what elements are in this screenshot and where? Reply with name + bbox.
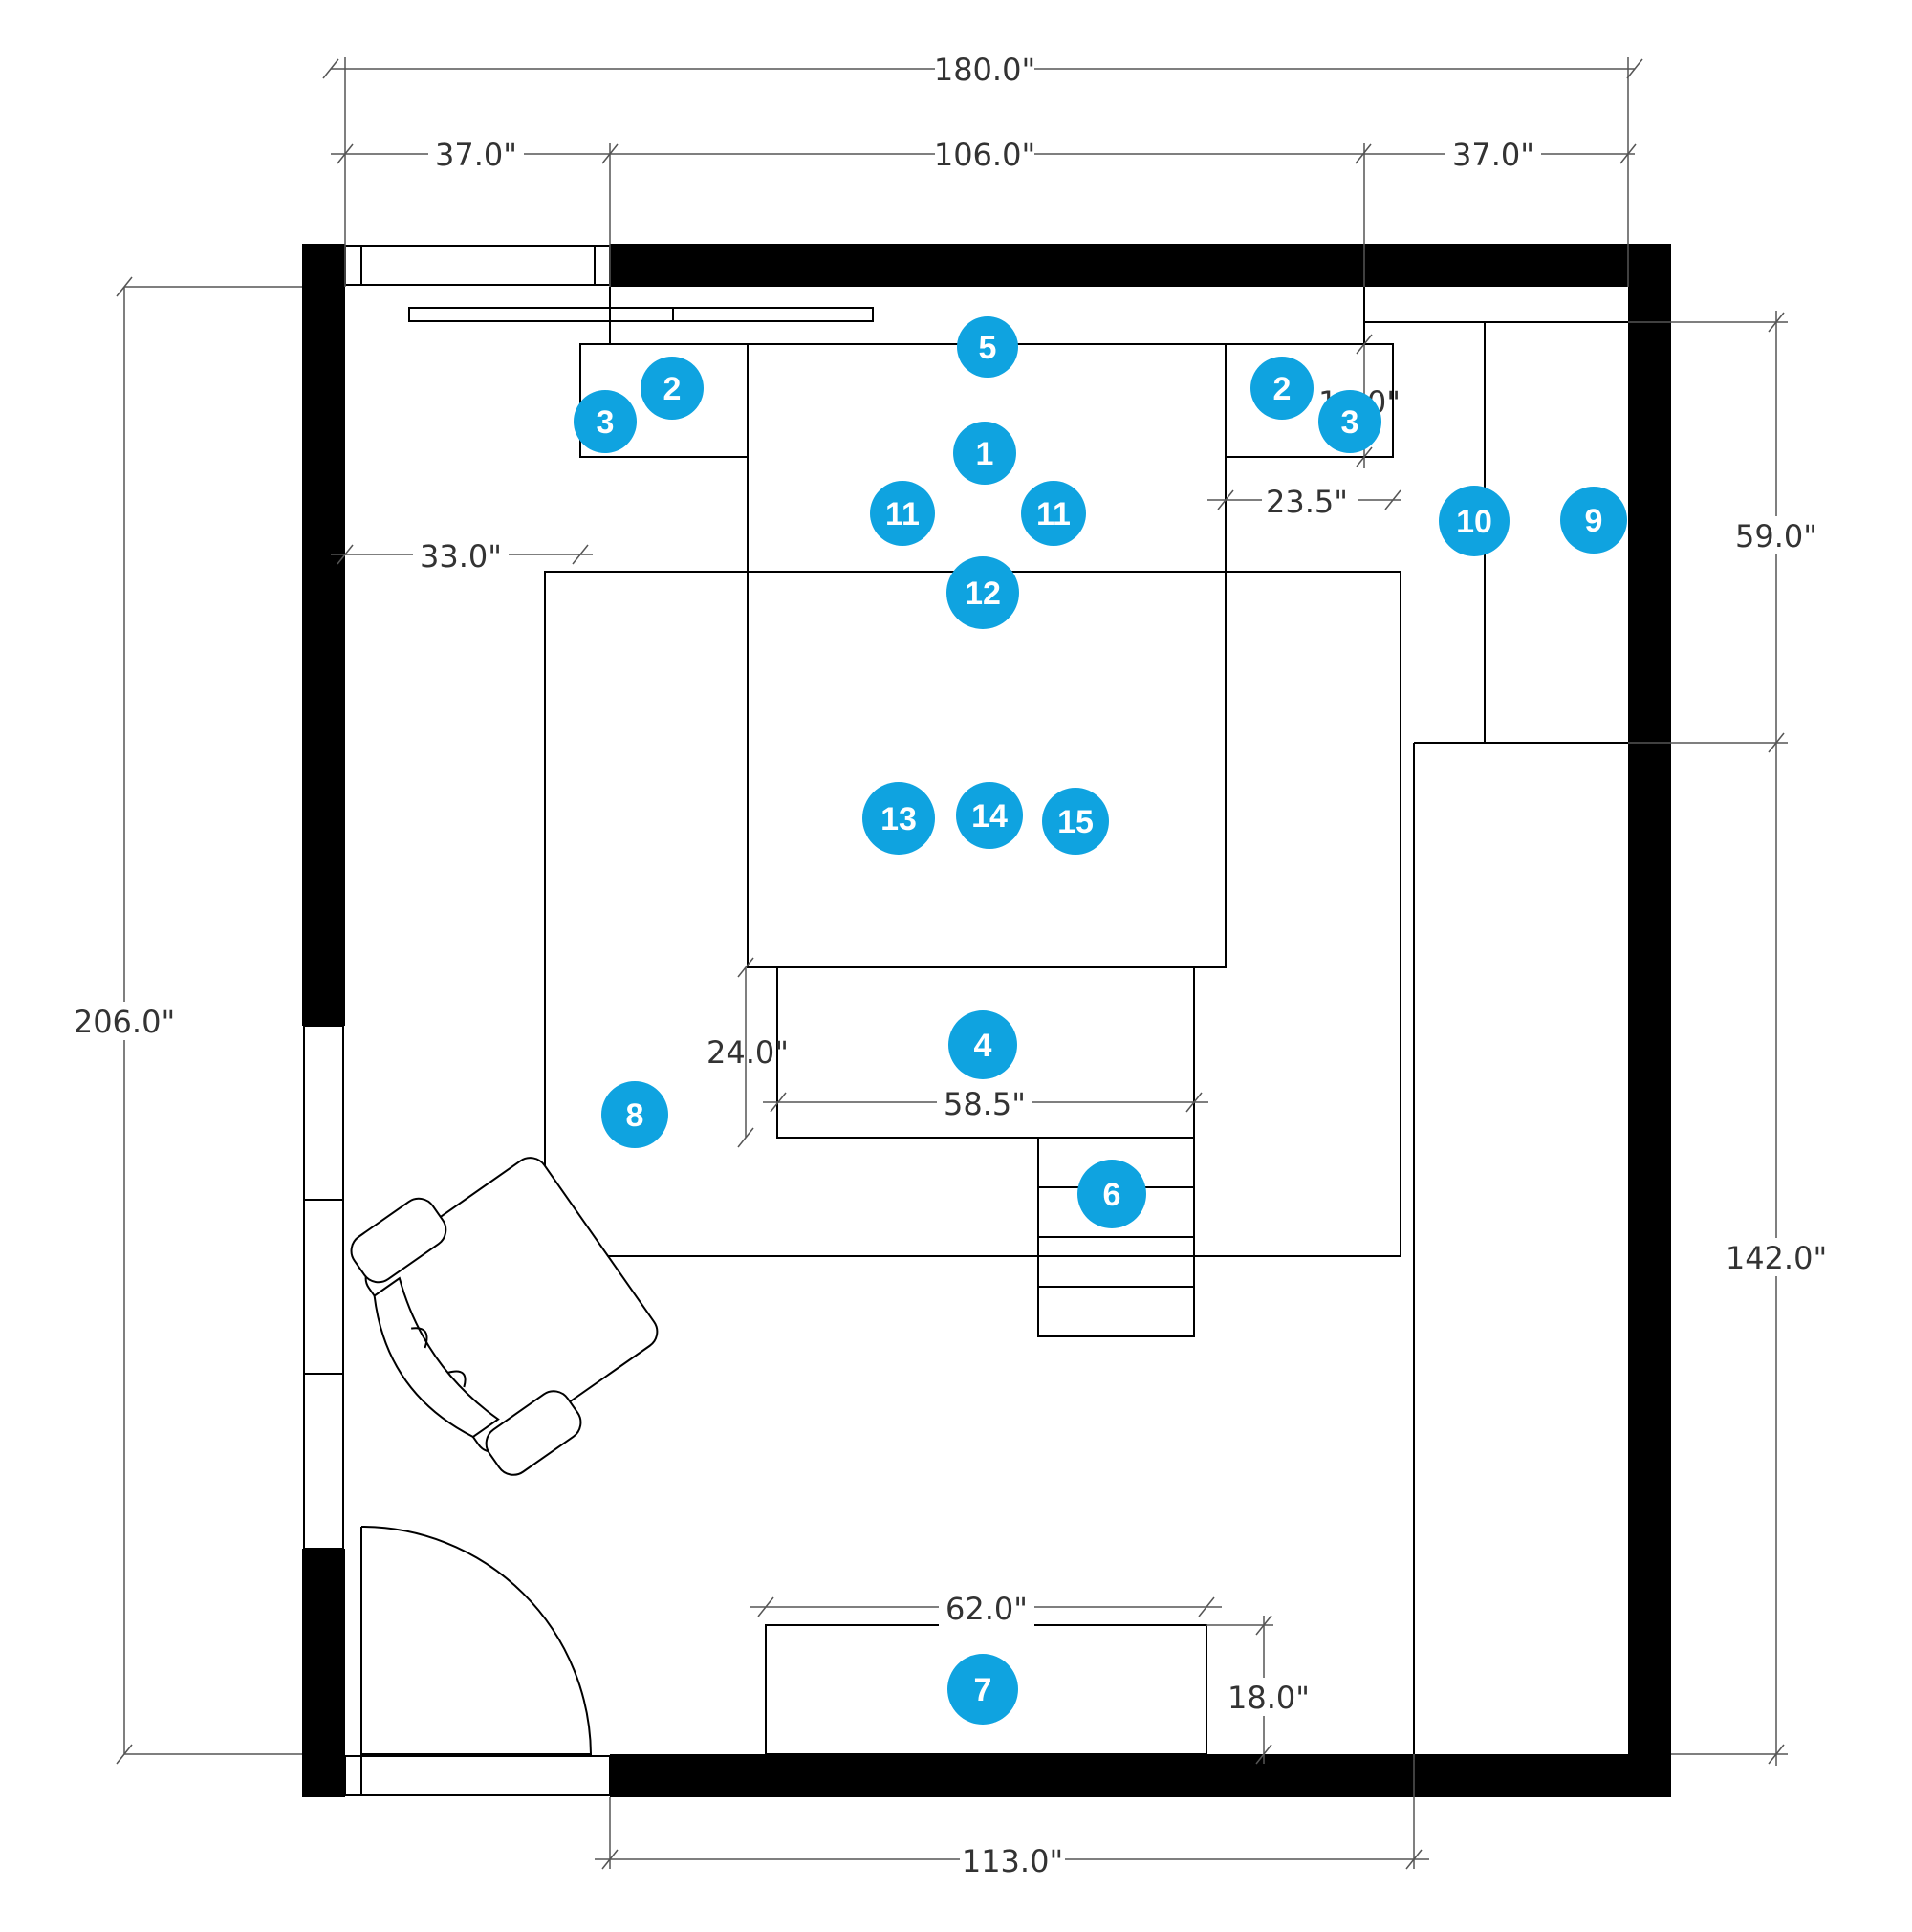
dim-bench-depth: 24.0" [706, 1034, 789, 1071]
marker-2-left-label: 2 [663, 371, 682, 407]
marker-10-label: 10 [1456, 504, 1492, 540]
marker-3-left-label: 3 [597, 404, 615, 441]
window-top [344, 245, 611, 286]
rug [544, 571, 1401, 1257]
wall-right [1628, 244, 1671, 1797]
marker-3-right-label: 3 [1341, 404, 1359, 441]
markers: 5 2 3 2 3 1 11 11 10 9 12 13 14 15 4 8 6… [574, 316, 1627, 1725]
marker-5[interactable]: 5 [957, 316, 1018, 378]
marker-14[interactable]: 14 [956, 782, 1023, 849]
marker-2-right[interactable]: 2 [1250, 357, 1314, 420]
dimension-labels: 180.0" 37.0" 106.0" 37.0" 16.0" 23.5" 33… [69, 50, 1832, 1880]
marker-9[interactable]: 9 [1560, 487, 1627, 554]
marker-15[interactable]: 15 [1042, 788, 1109, 855]
marker-4-label: 4 [974, 1028, 992, 1064]
marker-6-label: 6 [1103, 1177, 1121, 1213]
dim-right-offset: 37.0" [1452, 137, 1534, 173]
marker-11-left-label: 11 [885, 496, 920, 532]
dim-rug-offset: 33.0" [420, 538, 502, 575]
marker-5-label: 5 [979, 330, 997, 366]
wall-left-upper [302, 244, 345, 1026]
marker-1[interactable]: 1 [953, 422, 1016, 485]
marker-12-label: 12 [965, 575, 1001, 612]
marker-7-label: 7 [974, 1672, 992, 1708]
windows [303, 245, 611, 1796]
dim-total-width: 180.0" [934, 52, 1035, 88]
marker-7[interactable]: 7 [947, 1654, 1018, 1725]
marker-8[interactable]: 8 [601, 1081, 668, 1148]
marker-14-label: 14 [971, 798, 1008, 835]
wall-top [610, 244, 1671, 287]
marker-9-label: 9 [1585, 503, 1603, 539]
dim-dresser-depth: 18.0" [1228, 1680, 1310, 1716]
dim-bottom-span: 113.0" [962, 1843, 1063, 1879]
wall-left-lower [302, 1549, 345, 1797]
opening-bottom-left [344, 1755, 611, 1796]
dim-nightstand-width: 23.5" [1266, 484, 1348, 520]
curtain-rod [408, 307, 874, 322]
marker-11-left[interactable]: 11 [870, 481, 935, 546]
marker-13-label: 13 [880, 801, 917, 837]
dim-closet-lower: 142.0" [1726, 1240, 1827, 1276]
marker-3-right[interactable]: 3 [1318, 390, 1381, 453]
dim-bed-span: 106.0" [934, 137, 1035, 173]
bench [776, 966, 1195, 1139]
marker-4[interactable]: 4 [948, 1010, 1017, 1079]
dim-dresser-width: 62.0" [945, 1591, 1028, 1627]
dim-closet-upper: 59.0" [1735, 518, 1817, 554]
dim-room-depth: 206.0" [74, 1004, 175, 1040]
marker-15-label: 15 [1057, 804, 1094, 840]
walls [302, 244, 1671, 1797]
dim-left-offset: 37.0" [435, 137, 517, 173]
marker-11-right-label: 11 [1036, 496, 1071, 532]
wall-bottom [610, 1754, 1671, 1797]
door-swing [360, 1526, 593, 1755]
marker-11-right[interactable]: 11 [1021, 481, 1086, 546]
marker-3-left[interactable]: 3 [574, 390, 637, 453]
marker-2-left[interactable]: 2 [641, 357, 704, 420]
marker-2-right-label: 2 [1273, 371, 1292, 407]
marker-10[interactable]: 10 [1439, 486, 1510, 556]
marker-6[interactable]: 6 [1077, 1160, 1146, 1228]
window-left [303, 1025, 344, 1550]
armchair [350, 1157, 659, 1476]
dim-bench-width: 58.5" [944, 1086, 1026, 1122]
marker-12[interactable]: 12 [946, 556, 1019, 629]
marker-1-label: 1 [976, 436, 994, 472]
marker-8-label: 8 [626, 1097, 644, 1134]
marker-13[interactable]: 13 [862, 782, 935, 855]
